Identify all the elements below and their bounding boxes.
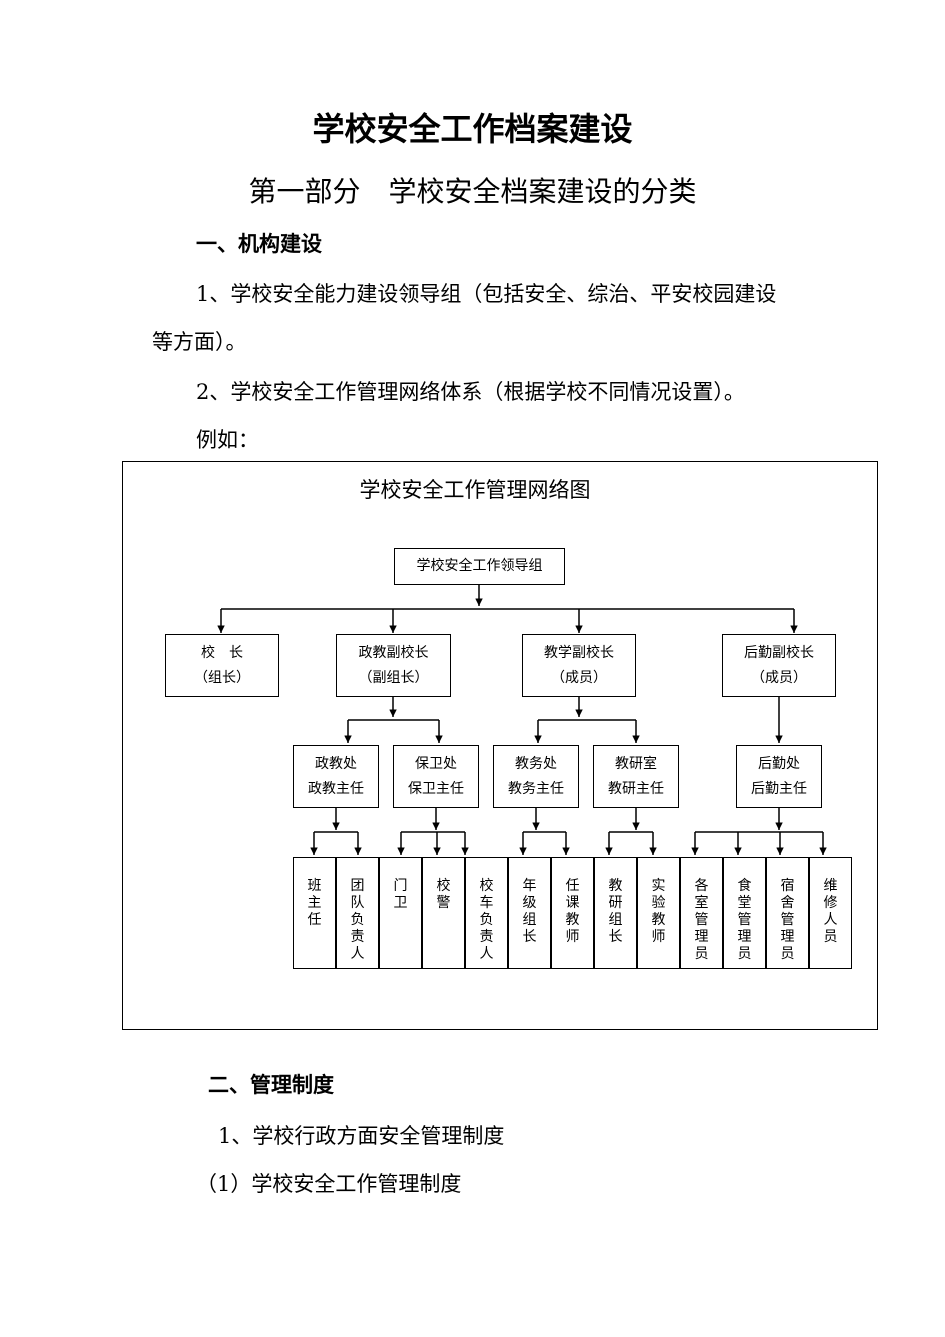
leaf-node-2: 团队负责人 (336, 857, 379, 969)
leaf-label: 教研组长 (608, 878, 623, 945)
leaf-node-10: 各室管理员 (680, 857, 723, 969)
leaf-label: 宿舍管理员 (780, 878, 795, 962)
leaf-node-3: 门卫 (379, 857, 422, 969)
node-logistics-vice-principal: 后勤副校长 （成员） (722, 634, 836, 697)
node-moral-office: 政教处 政教主任 (293, 745, 379, 808)
node-safety-leading-group: 学校安全工作领导组 (394, 548, 565, 585)
leaf-node-8: 教研组长 (594, 857, 637, 969)
node-label-line2: 教务主任 (508, 780, 564, 797)
subsection-1-1: （1）学校安全工作管理制度 (196, 1172, 462, 1196)
node-security-office: 保卫处 保卫主任 (393, 745, 479, 808)
item-1-line-1: 1、学校安全能力建设领导组（包括安全、综治、平安校园建设 (196, 282, 777, 306)
org-chart-title: 学校安全工作管理网络图 (359, 478, 591, 502)
node-label: 学校安全工作领导组 (416, 558, 543, 574)
node-label-line1: 校 长 (201, 644, 243, 661)
document-title: 学校安全工作档案建设 (312, 110, 633, 148)
leaf-node-7: 任课教师 (551, 857, 594, 969)
node-label-line1: 教学副校长 (544, 644, 614, 661)
node-label-line2: 后勤主任 (751, 780, 807, 797)
item-2: 2、学校安全工作管理网络体系（根据学校不同情况设置）。 (196, 380, 745, 404)
node-label-line2: 保卫主任 (408, 780, 464, 797)
leaf-node-12: 宿舍管理员 (766, 857, 809, 969)
node-label-line2: （组长） (194, 669, 250, 686)
node-label-line2: （成员） (551, 669, 607, 686)
node-label-line2: 政教主任 (308, 780, 364, 797)
item-1-line-2: 等方面）。 (152, 330, 247, 354)
node-logistics-office: 后勤处 后勤主任 (736, 745, 822, 808)
leaf-label: 食堂管理员 (737, 878, 752, 962)
section-heading-management: 二、管理制度 (208, 1072, 334, 1097)
subsection-1: 1、学校行政方面安全管理制度 (218, 1124, 505, 1148)
leaf-label: 班主任 (307, 878, 322, 928)
node-label-line2: （副组长） (358, 669, 429, 686)
leaf-label: 门卫 (393, 878, 408, 911)
node-moral-vice-principal: 政教副校长 （副组长） (336, 634, 451, 697)
section-heading-organization: 一、机构建设 (196, 231, 322, 256)
leaf-label: 实验教师 (651, 878, 666, 945)
node-label-line1: 政教副校长 (358, 644, 429, 661)
leaf-label: 校警 (436, 878, 451, 911)
node-label-line1: 教研室 (615, 755, 657, 772)
leaf-label: 各室管理员 (694, 878, 709, 962)
node-principal: 校 长 （组长） (165, 634, 279, 697)
leaf-node-5: 校车负责人 (465, 857, 508, 969)
node-academic-office: 教务处 教务主任 (493, 745, 579, 808)
leaf-node-9: 实验教师 (637, 857, 680, 969)
node-label-line1: 保卫处 (415, 755, 457, 772)
node-research-office: 教研室 教研主任 (593, 745, 679, 808)
leaf-label: 年级组长 (522, 878, 537, 945)
leaf-node-6: 年级组长 (508, 857, 551, 969)
part-title: 第一部分 学校安全档案建设的分类 (248, 175, 697, 208)
org-chart-frame (122, 461, 878, 1030)
leaf-node-13: 维修人员 (809, 857, 852, 969)
leaf-node-11: 食堂管理员 (723, 857, 766, 969)
leaf-node-1: 班主任 (293, 857, 336, 969)
node-label-line2: （成员） (751, 669, 807, 686)
node-label-line1: 政教处 (315, 755, 357, 772)
node-label-line1: 后勤处 (758, 755, 800, 772)
leaf-label: 团队负责人 (350, 878, 365, 962)
leaf-label: 校车负责人 (479, 878, 494, 962)
node-label-line2: 教研主任 (608, 780, 664, 797)
leaf-label: 维修人员 (823, 878, 838, 945)
leaf-label: 任课教师 (565, 878, 580, 945)
node-teaching-vice-principal: 教学副校长 （成员） (522, 634, 636, 697)
node-label-line1: 后勤副校长 (744, 644, 814, 661)
leaf-node-4: 校警 (422, 857, 465, 969)
node-label-line1: 教务处 (515, 755, 557, 772)
example-label: 例如： (196, 428, 259, 452)
